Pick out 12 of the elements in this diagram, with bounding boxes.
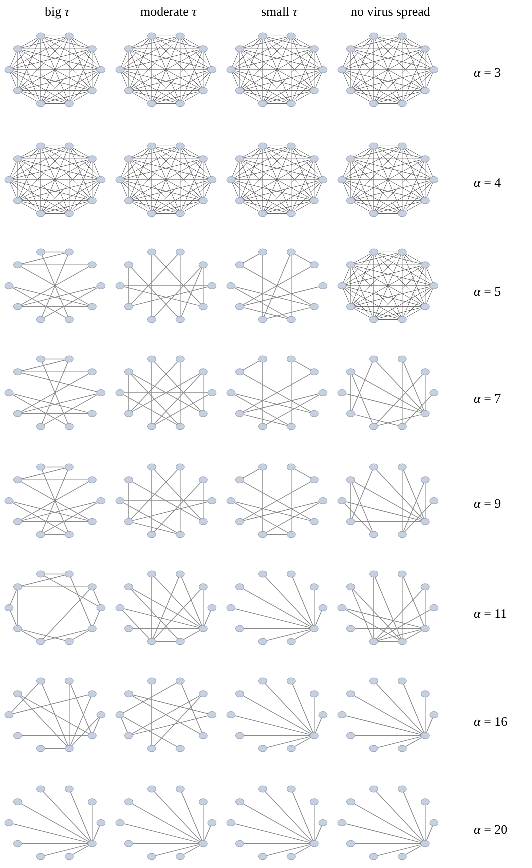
row-label: α = 20 (474, 822, 508, 837)
column-header: moderate τ (140, 4, 197, 19)
row-label: α = 11 (474, 606, 508, 621)
row-label: α = 9 (474, 496, 502, 511)
row-label: α = 5 (474, 284, 502, 299)
row-label: α = 16 (474, 714, 508, 729)
row-label: α = 3 (474, 65, 502, 80)
column-header: big τ (45, 4, 70, 19)
column-header: small τ (262, 4, 298, 19)
column-header: no virus spread (351, 4, 430, 19)
row-label: α = 4 (474, 175, 502, 190)
row-label: α = 7 (474, 391, 502, 406)
